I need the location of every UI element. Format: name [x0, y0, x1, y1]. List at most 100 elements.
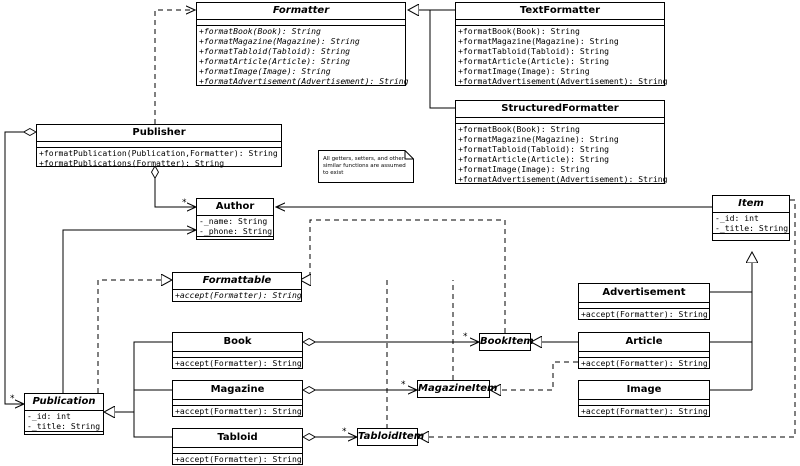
methods-section — [25, 432, 103, 437]
class-tabloid[interactable]: Tabloid +accept(Formatter): String — [172, 428, 303, 465]
attributes-section — [579, 303, 709, 309]
class-name: TabloidItem — [358, 431, 425, 442]
generalization-items — [710, 252, 752, 391]
method: +formatImage(Image): String — [458, 66, 590, 76]
methods-section: +formatBook(Book): String +formatMagazin… — [197, 26, 409, 86]
class-item[interactable]: Item -_id: int -_title: String — [712, 195, 790, 241]
class-name: MagazineItem — [418, 383, 498, 394]
class-text-formatter[interactable]: TextFormatter +formatBook(Book): String … — [455, 2, 668, 86]
methods-section — [197, 237, 273, 242]
method: +formatImage(Image): String — [458, 164, 590, 174]
methods-section: +accept(Formatter): String — [173, 454, 302, 464]
class-magazine-item[interactable]: MagazineItem — [417, 380, 498, 398]
class-magazine[interactable]: Magazine +accept(Formatter): String — [172, 380, 303, 417]
class-publication[interactable]: Publication -_id: int -_title: String — [24, 393, 104, 435]
method: +formatAdvertisement(Advertisement): Str… — [458, 174, 668, 184]
method: +formatBook(Book): String — [199, 26, 321, 36]
method: +formatMagazine(Magazine): String — [199, 36, 360, 46]
note-line: to exist — [323, 170, 344, 176]
class-article[interactable]: Article +accept(Formatter): String — [578, 332, 710, 369]
generalization-formatters — [408, 10, 455, 109]
dependency-publisher-formatter — [154, 10, 195, 124]
method: +formatTabloid(Tabloid): String — [199, 46, 351, 56]
methods-section: +accept(Formatter): String — [173, 406, 302, 416]
attribute: -_id: int — [715, 213, 759, 223]
class-name: Formatter — [197, 3, 405, 20]
aggregation-publisher-publication — [4, 132, 36, 404]
attribute: -_id: int — [27, 411, 71, 421]
note-line: similar functions are assumed — [323, 163, 406, 169]
multiplicity-bookitem: * — [463, 332, 468, 342]
class-name: Item — [713, 196, 789, 213]
method: +formatArticle(Article): String — [199, 56, 351, 66]
method: +accept(Formatter): String — [175, 290, 302, 300]
class-author[interactable]: Author -_name: String -_phone: String — [196, 198, 274, 240]
method: +formatMagazine(Magazine): String — [458, 36, 619, 46]
method: +formatPublication(Publication,Formatter… — [39, 148, 278, 158]
method: +accept(Formatter): String — [581, 309, 708, 319]
method: +formatAdvertisement(Advertisement): Str… — [458, 76, 668, 86]
realization-publication-formattable — [97, 280, 172, 393]
class-name: Article — [579, 333, 709, 352]
class-name: Book — [173, 333, 302, 352]
methods-section: +accept(Formatter): String — [579, 309, 709, 319]
attributes-section — [197, 20, 405, 26]
method: +accept(Formatter): String — [175, 358, 302, 368]
generalization-publications — [104, 341, 172, 438]
methods-section: +formatBook(Book): String +formatMagazin… — [456, 26, 668, 86]
method: +formatBook(Book): String — [458, 26, 580, 36]
class-image[interactable]: Image +accept(Formatter): String — [578, 380, 710, 417]
class-name: Magazine — [173, 381, 302, 400]
aggregation-publisher-author — [155, 166, 196, 207]
attributes-section — [37, 142, 281, 148]
class-book-item[interactable]: BookItem — [479, 333, 534, 351]
class-name: BookItem — [480, 336, 534, 347]
attributes-section: -_id: int -_title: String — [25, 411, 103, 432]
method: +accept(Formatter): String — [581, 358, 708, 368]
method: +formatAdvertisement(Advertisement): Str… — [199, 76, 409, 86]
attribute: -_title: String — [27, 421, 101, 431]
class-tabloid-item[interactable]: TabloidItem — [357, 428, 425, 446]
attribute: -_title: String — [715, 223, 789, 233]
class-publisher[interactable]: Publisher +formatPublication(Publication… — [36, 124, 282, 168]
class-name: Advertisement — [579, 284, 709, 303]
class-name: TextFormatter — [456, 3, 664, 20]
class-book[interactable]: Book +accept(Formatter): String — [172, 332, 303, 369]
attributes-section — [173, 400, 302, 406]
class-name: StructuredFormatter — [456, 101, 664, 118]
method: +accept(Formatter): String — [175, 406, 302, 416]
multiplicity-tabloiditem: * — [342, 427, 347, 437]
class-name: Tabloid — [173, 429, 302, 448]
attributes-section — [456, 118, 664, 124]
class-name: Publisher — [37, 125, 281, 142]
attribute: -_name: String — [199, 216, 268, 226]
attributes-section — [579, 400, 709, 406]
methods-section: +formatBook(Book): String +formatMagazin… — [456, 124, 668, 184]
methods-section: +accept(Formatter): String — [173, 290, 302, 300]
method: +formatTabloid(Tabloid): String — [458, 46, 610, 56]
class-advertisement[interactable]: Advertisement +accept(Formatter): String — [578, 283, 710, 320]
method: +formatImage(Image): String — [199, 66, 331, 76]
class-formatter[interactable]: Formatter +formatBook(Book): String +for… — [196, 2, 409, 86]
note-shape — [318, 150, 414, 183]
method: +formatArticle(Article): String — [458, 56, 610, 66]
note-text: All getters, setters, and other similar … — [323, 156, 409, 177]
class-formattable[interactable]: Formattable +accept(Formatter): String — [172, 272, 302, 302]
note-line: All getters, setters, and other — [323, 156, 405, 162]
attribute: -_phone: String — [199, 226, 273, 236]
association-publication-author — [62, 230, 196, 393]
attributes-section — [579, 352, 709, 358]
methods-section: +accept(Formatter): String — [173, 358, 302, 368]
attributes-section — [456, 20, 664, 26]
method: +formatBook(Book): String — [458, 124, 580, 134]
method: +accept(Formatter): String — [581, 406, 708, 416]
dependency-items-magazineitem — [490, 361, 578, 390]
class-structured-formatter[interactable]: StructuredFormatter +formatBook(Book): S… — [455, 100, 668, 184]
method: +formatPublications(Formatter): String — [39, 158, 225, 168]
class-name: Publication — [25, 394, 103, 411]
multiplicity-author: * — [182, 198, 187, 208]
method: +accept(Formatter): String — [175, 454, 302, 464]
multiplicity-publication: * — [10, 394, 15, 404]
attributes-section — [173, 448, 302, 454]
method: +formatMagazine(Magazine): String — [458, 134, 619, 144]
